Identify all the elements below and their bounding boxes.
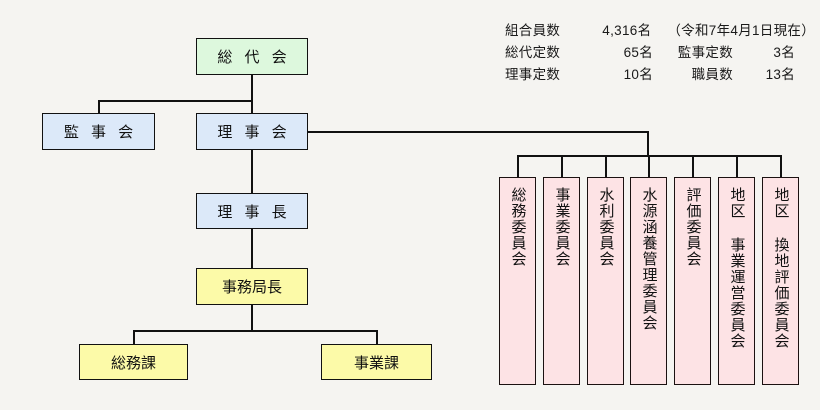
stats-row: 総代定数 65名 監事定数 3名 xyxy=(505,42,815,64)
connector-committee-drop xyxy=(648,155,650,177)
connector-auditors-down xyxy=(98,100,100,113)
connector-chairman-secretary xyxy=(251,229,253,268)
stats-label-delegates: 総代定数 xyxy=(505,45,561,60)
committee-label: 総務委員会 xyxy=(509,187,527,267)
stats-asof-note: （令和7年4月1日現在） xyxy=(667,23,815,38)
committee-label: 評価委員会 xyxy=(684,187,702,267)
stats-value-auditors: 3名 xyxy=(773,45,795,60)
committee-box-district-business-operation[interactable]: 地区 事業運営委員会 xyxy=(718,177,755,385)
stats-label-members: 組合員数 xyxy=(505,23,561,38)
connector-general-affairs-down xyxy=(133,330,135,344)
connector-board-chairman xyxy=(251,150,253,193)
committee-box-water-use[interactable]: 水利委員会 xyxy=(587,177,624,385)
node-board-of-directors[interactable]: 理 事 会 xyxy=(196,113,308,150)
committee-label: 事業委員会 xyxy=(553,187,571,267)
connector-committee-drop xyxy=(780,155,782,177)
committee-label: 水源涵養管理委員会 xyxy=(640,187,658,331)
connector-committee-drop xyxy=(517,155,519,177)
connector-secretary-down xyxy=(251,305,253,331)
committee-box-water-source-conservation[interactable]: 水源涵養管理委員会 xyxy=(630,177,667,385)
stats-row: 組合員数 4,316名 （令和7年4月1日現在） xyxy=(505,20,815,42)
connector-committee-trunk xyxy=(647,131,649,156)
connector-board-to-committees xyxy=(308,131,648,133)
committee-label: 地区 換地評価委員会 xyxy=(772,187,790,349)
stats-label-staff: 職員数 xyxy=(691,67,733,82)
node-general-assembly[interactable]: 総 代 会 xyxy=(196,38,308,75)
node-business-division[interactable]: 事業課 xyxy=(321,344,432,380)
node-chairman[interactable]: 理 事 長 xyxy=(196,193,308,229)
committee-box-business[interactable]: 事業委員会 xyxy=(543,177,580,385)
stats-value-delegates: 65名 xyxy=(623,45,653,60)
committee-box-district-land-exchange-evaluation[interactable]: 地区 換地評価委員会 xyxy=(762,177,799,385)
committee-label: 水利委員会 xyxy=(597,187,615,267)
committee-box-evaluation[interactable]: 評価委員会 xyxy=(674,177,711,385)
stats-label-auditors: 監事定数 xyxy=(677,45,733,60)
connector-business-down xyxy=(376,330,378,344)
stats-row: 理事定数 10名 職員数 13名 xyxy=(505,64,815,86)
node-auditors-board[interactable]: 監 事 会 xyxy=(42,113,155,150)
stats-label-directors: 理事定数 xyxy=(505,67,561,82)
connector-committee-drop xyxy=(561,155,563,177)
connector-committee-drop xyxy=(692,155,694,177)
stats-value-members: 4,316名 xyxy=(602,23,652,38)
node-general-affairs-division[interactable]: 総務課 xyxy=(79,344,188,380)
connector-committee-drop xyxy=(736,155,738,177)
connector-board-down xyxy=(251,100,253,113)
connector-committee-drop xyxy=(605,155,607,177)
connector-assembly-down xyxy=(251,75,253,101)
membership-stats: 組合員数 4,316名 （令和7年4月1日現在） 総代定数 65名 監事定数 3… xyxy=(505,20,815,86)
stats-value-staff: 13名 xyxy=(765,67,795,82)
connector-divisions-bar xyxy=(133,330,377,332)
connector-assembly-bar xyxy=(98,100,252,102)
stats-value-directors: 10名 xyxy=(623,67,653,82)
node-secretary-general[interactable]: 事務局長 xyxy=(196,268,308,305)
committee-label: 地区 事業運営委員会 xyxy=(728,187,746,349)
committee-box-general-affairs[interactable]: 総務委員会 xyxy=(499,177,536,385)
